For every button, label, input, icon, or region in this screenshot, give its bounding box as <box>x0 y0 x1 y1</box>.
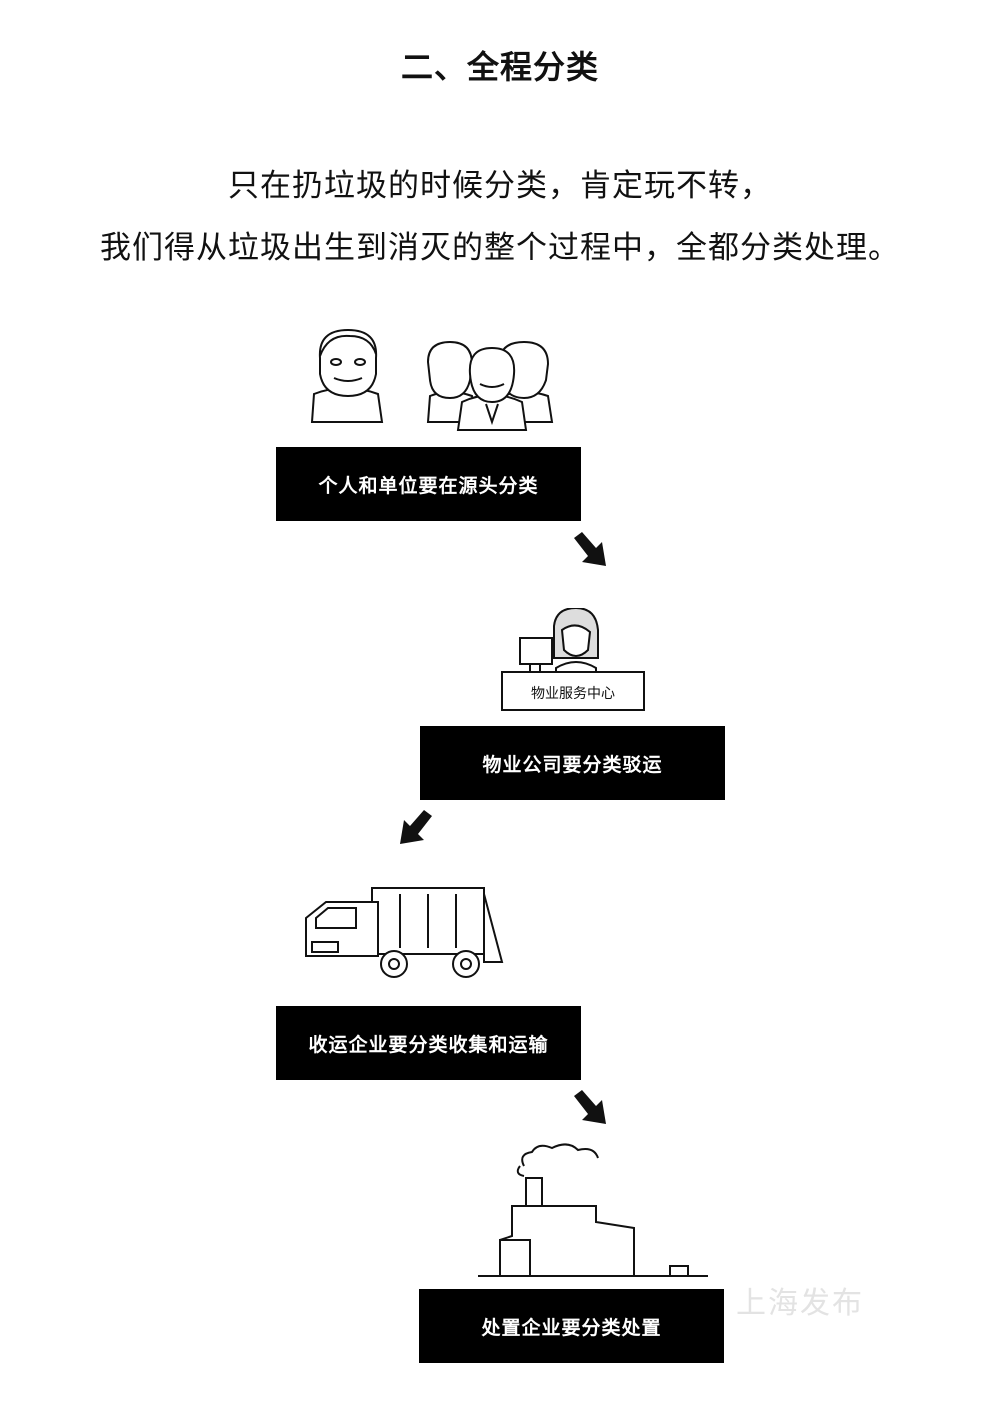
garbage-truck-illustration <box>305 887 504 978</box>
arrow-down-right-icon <box>574 1090 606 1124</box>
disposal-plant-illustration <box>478 1143 708 1277</box>
intro-line-1: 只在扔垃圾的时候分类，肯定玩不转， <box>228 168 772 204</box>
arrow-down-left-icon <box>400 810 432 844</box>
step-2-property-transfer: 物业公司要分类驳运 <box>420 726 725 800</box>
watermark-logo: 上海发布 <box>736 1286 864 1321</box>
arrow-down-right-icon <box>574 532 606 566</box>
step-3-collection-transport: 收运企业要分类收集和运输 <box>276 1006 581 1080</box>
section-title: 二、全程分类 <box>400 48 599 86</box>
intro-line-2: 我们得从垃圾出生到消灭的整个过程中，全都分类处理。 <box>100 230 900 266</box>
desk-sign: 物业服务中心 <box>531 686 615 702</box>
property-desk-illustration: 物业服务中心 <box>501 608 645 711</box>
people-illustration <box>310 328 554 431</box>
step-1-source-sorting: 个人和单位要在源头分类 <box>276 447 581 521</box>
step-4-disposal: 处置企业要分类处置 <box>419 1289 724 1363</box>
